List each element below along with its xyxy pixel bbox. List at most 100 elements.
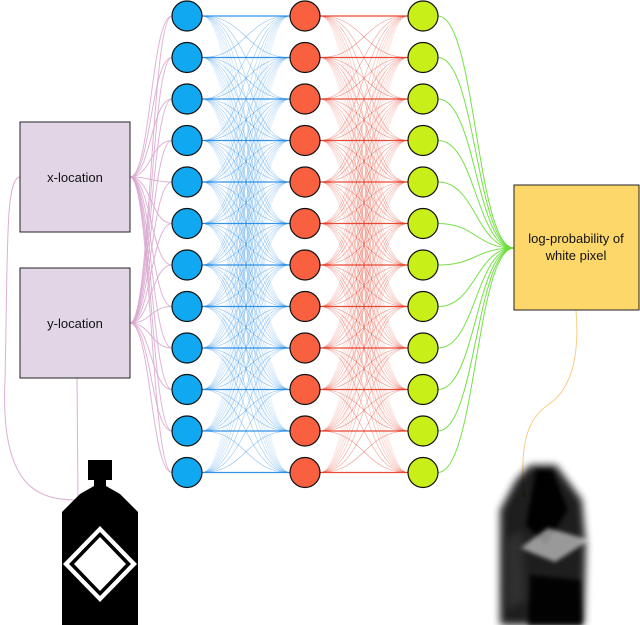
connection-edge xyxy=(319,57,409,183)
connection-edge xyxy=(319,389,409,473)
connection-edge xyxy=(319,347,409,390)
connection-edge xyxy=(319,15,409,349)
connection-edge xyxy=(201,15,291,224)
input-edge xyxy=(129,98,173,178)
bottle-to-y-edge xyxy=(76,377,79,501)
connection-edge xyxy=(319,57,409,224)
connection-edge xyxy=(319,15,409,307)
connection-edge xyxy=(319,98,409,266)
connection-edge xyxy=(201,223,291,432)
neuron xyxy=(289,332,321,364)
connection-edge xyxy=(319,181,409,349)
connection-edge xyxy=(201,347,291,390)
connection-edge xyxy=(201,98,291,266)
input-edge xyxy=(129,176,173,183)
connection-edge xyxy=(319,15,409,473)
connection-edge xyxy=(319,57,409,307)
connection-edge xyxy=(201,15,291,473)
connection-edge xyxy=(201,57,291,224)
connection-edge xyxy=(319,15,409,58)
neuron-layers xyxy=(171,0,439,489)
input-edge xyxy=(129,15,173,324)
neuron xyxy=(171,41,203,74)
layer3-to-output-connections xyxy=(437,15,515,473)
input-edge xyxy=(129,140,173,324)
connection-edge xyxy=(201,15,291,58)
layer2-to-layer3-connections xyxy=(319,15,409,474)
connection-edge xyxy=(201,98,291,349)
connection-edge xyxy=(201,140,291,266)
connection-edge xyxy=(201,15,291,349)
neuron xyxy=(289,124,321,157)
input-edge xyxy=(129,57,173,178)
connection-edge xyxy=(201,264,291,307)
connection-edge xyxy=(319,98,409,473)
neuron xyxy=(407,0,439,32)
output-box: log-probability of white pixel xyxy=(513,184,640,311)
connection-edge xyxy=(201,181,291,224)
connection-edge xyxy=(319,347,409,473)
connection-edge xyxy=(319,57,409,266)
connection-edge xyxy=(319,57,409,432)
connection-edge xyxy=(319,347,409,432)
connection-edge xyxy=(201,15,291,266)
bottle-to-x-edge xyxy=(4,176,79,501)
output-edge xyxy=(437,223,515,249)
neuron xyxy=(171,373,203,406)
input-connections xyxy=(129,15,173,473)
connection-edge xyxy=(319,223,409,432)
output-label-line2: white pixel xyxy=(545,248,607,263)
connection-edge xyxy=(201,223,291,349)
neuron xyxy=(289,249,321,281)
connection-edge xyxy=(201,15,291,307)
output-edge xyxy=(437,98,515,249)
connection-edge xyxy=(201,181,291,349)
input-edge xyxy=(129,140,173,178)
connection-edge xyxy=(319,140,409,349)
connection-edge xyxy=(319,264,409,349)
connection-edge xyxy=(319,98,409,183)
neuron xyxy=(407,332,439,364)
connection-edge xyxy=(319,15,409,266)
connection-edge xyxy=(201,347,291,473)
hidden-layer-2 xyxy=(289,0,321,489)
connection-edge xyxy=(201,181,291,390)
connection-edge xyxy=(201,140,291,349)
connection-edge xyxy=(201,57,291,473)
connection-edge xyxy=(319,140,409,432)
output-edge xyxy=(437,15,515,249)
neuron xyxy=(407,166,439,198)
connection-edge xyxy=(201,57,291,390)
connection-edge xyxy=(319,306,409,390)
connection-edge xyxy=(201,306,291,349)
x-location-label: x-location xyxy=(47,170,103,185)
input-edge xyxy=(129,322,173,390)
connection-edge xyxy=(319,140,409,473)
connection-edge xyxy=(201,57,291,349)
connection-edge xyxy=(201,57,291,183)
connection-edge xyxy=(201,98,291,432)
input-edge xyxy=(129,57,173,324)
input-edge xyxy=(129,322,173,349)
connection-edge xyxy=(201,306,291,473)
connection-edge xyxy=(319,15,409,141)
neuron xyxy=(289,166,321,198)
neuron xyxy=(407,373,439,406)
connection-edge xyxy=(319,306,409,473)
hidden-layer-3 xyxy=(407,0,439,489)
neuron xyxy=(289,415,321,447)
connection-edge xyxy=(201,181,291,266)
connection-edge xyxy=(201,140,291,473)
output-edge xyxy=(437,247,515,307)
connection-edge xyxy=(319,264,409,307)
neuron xyxy=(407,249,439,281)
neuron xyxy=(289,290,321,323)
output-edge xyxy=(437,247,515,432)
connection-edge xyxy=(201,98,291,390)
connection-edge xyxy=(201,389,291,432)
connection-edge xyxy=(319,264,409,390)
output-edge xyxy=(437,247,515,473)
connection-edge xyxy=(201,430,291,473)
connection-edge xyxy=(319,57,409,100)
connection-edge xyxy=(319,264,409,432)
